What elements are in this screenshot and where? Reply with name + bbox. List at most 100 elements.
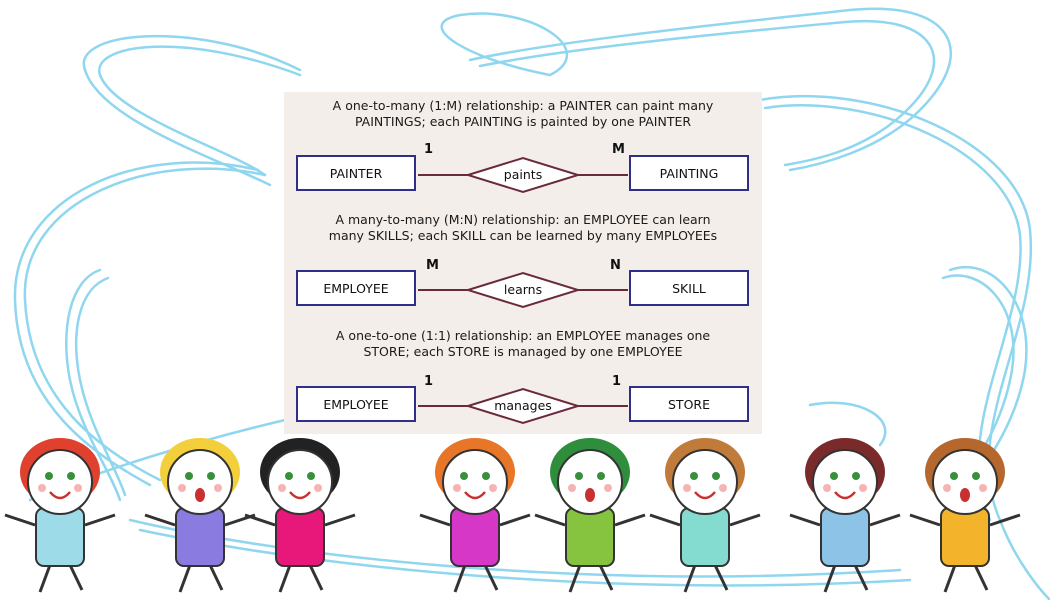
kid-cheek [214,484,222,492]
cardinality-right: M [612,142,625,157]
kid-cheek [38,484,46,492]
kid-eye [690,472,698,480]
kid-leg [278,564,292,593]
kid-mouth [694,491,716,500]
kid-face [167,449,233,515]
kid-eye [45,472,53,480]
kid-shirt [940,507,990,567]
kid-shirt [275,507,325,567]
entity-painting: PAINTING [629,155,749,191]
kid-red-hair [4,438,116,593]
cardinality-right: N [610,258,621,273]
kid-leg [598,564,614,591]
kid-leg [308,564,324,591]
kid-eye [207,472,215,480]
kid-eye [575,472,583,480]
cardinality-right: 1 [612,374,622,389]
kid-cheek [314,484,322,492]
kid-cheek [943,484,951,492]
entity-skill: SKILL [629,270,749,306]
kid-orange-hair [419,438,531,593]
kid-leg [683,564,697,593]
kid-green-hair [534,438,646,593]
kid-leg [568,564,582,593]
kid-shirt [565,507,615,567]
kid-eye [307,472,315,480]
kid-leg [713,564,729,591]
kid-face [557,449,623,515]
kid-arm [144,513,176,527]
relationship-manages: manages [494,398,552,413]
cardinality-left: M [426,258,439,273]
kid-face [812,449,878,515]
kid-arm [614,513,646,527]
er-diagram-panel: A one-to-many (1:M) relationship: a PAIN… [284,92,762,434]
kid-arm [534,513,566,527]
kid-leg [208,564,224,591]
kid-shirt [820,507,870,567]
kid-face [267,449,333,515]
entity-employee: EMPLOYEE [296,270,416,306]
kid-leg [38,564,52,593]
kid-arm [4,513,36,527]
kid-arm [729,513,761,527]
kid-shirt [35,507,85,567]
kid-eye [597,472,605,480]
kid-eye [185,472,193,480]
relationship-learns: learns [503,282,543,297]
entity-store: STORE [629,386,749,422]
kid-mouth [464,491,486,500]
kid-eye [285,472,293,480]
kid-arm [649,513,681,527]
kid-brown-hair [649,438,761,593]
kid-face [932,449,998,515]
relationship-diamond [464,271,582,309]
kid-leg [973,564,989,591]
kid-eye [460,472,468,480]
cartoon-children-illustration [4,438,1021,593]
relationship-paints: paints [503,167,543,182]
kid-eye [950,472,958,480]
kid-cheek [859,484,867,492]
kid-arm [869,513,901,527]
kid-leg [453,564,467,593]
kid-arm [789,513,821,527]
kid-arm [419,513,451,527]
kid-leg [68,564,84,591]
kid-eye [830,472,838,480]
kid-shirt [680,507,730,567]
kid-face [27,449,93,515]
kid-mouth [585,488,595,502]
relationship-diamond [464,387,582,425]
kid-leg [823,564,837,593]
kid-mouth [195,488,205,502]
kid-eye [852,472,860,480]
kid-mouth [49,491,71,500]
kid-arm [84,513,116,527]
kid-cheek [489,484,497,492]
kid-face [672,449,738,515]
caption-one-to-many: A one-to-many (1:M) relationship: a PAIN… [332,98,714,129]
kid-face [442,449,508,515]
kid-blonde-hair [144,438,256,593]
kid-arm [324,513,356,527]
caption-many-to-many: A many-to-many (M:N) relationship: an EM… [328,212,718,243]
kid-cheek [823,484,831,492]
kid-arm [909,513,941,527]
kid-yellow-shirt [909,438,1021,593]
kid-cheek [74,484,82,492]
kid-eye [972,472,980,480]
kid-leg [483,564,499,591]
kid-mouth [289,491,311,500]
cardinality-left: 1 [424,374,434,389]
kid-cheek [568,484,576,492]
kid-cheek [278,484,286,492]
connector-layer [418,156,628,425]
cardinality-left: 1 [424,142,434,157]
entity-employee: EMPLOYEE [296,386,416,422]
caption-one-to-one: A one-to-one (1:1) relationship: an EMPL… [335,328,711,359]
kid-arm [244,513,276,527]
kid-cheek [683,484,691,492]
kid-leg [178,564,192,593]
relationship-diamond [464,156,582,194]
